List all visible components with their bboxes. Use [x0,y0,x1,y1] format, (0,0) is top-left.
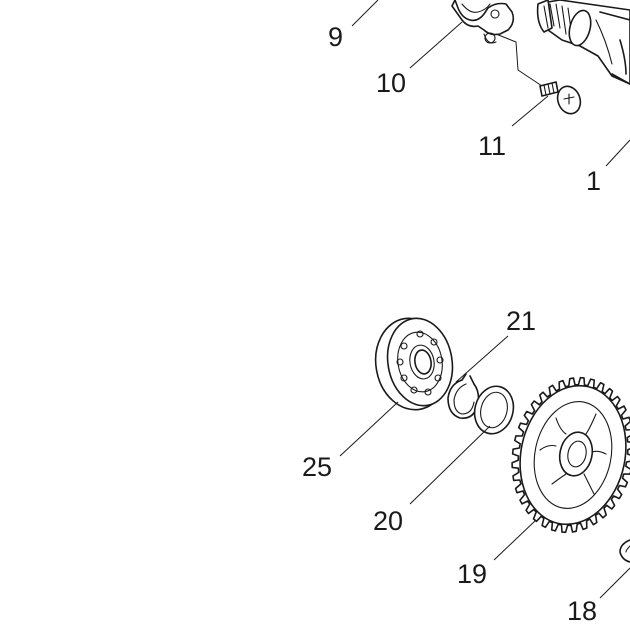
part-19-gear [511,376,630,534]
label-21: 21 [506,306,536,336]
leader-20 [409,425,491,505]
label-10: 10 [376,68,406,98]
leader-19 [493,519,537,561]
label-20: 20 [373,506,403,536]
part-25-bearing [374,317,454,411]
label-25: 25 [302,452,332,482]
label-19: 19 [457,559,487,589]
leader-21 [455,335,509,383]
leader-11 [511,95,549,127]
label-9: 9 [328,22,343,52]
leader-10 [409,21,463,69]
part-20-washer [473,385,515,435]
label-18: 18 [567,596,597,626]
part-10-bracket [451,0,515,44]
part-1-shaft [536,0,630,85]
label-11: 11 [478,131,506,161]
leader-25 [339,401,399,457]
leader-9 [351,0,379,27]
part-11-screw [539,81,582,115]
label-1: 1 [586,166,601,196]
leader-bracket-screw [495,33,543,87]
leader-1 [605,139,630,167]
part-18-fragment [619,539,630,563]
leader-18 [599,567,630,599]
